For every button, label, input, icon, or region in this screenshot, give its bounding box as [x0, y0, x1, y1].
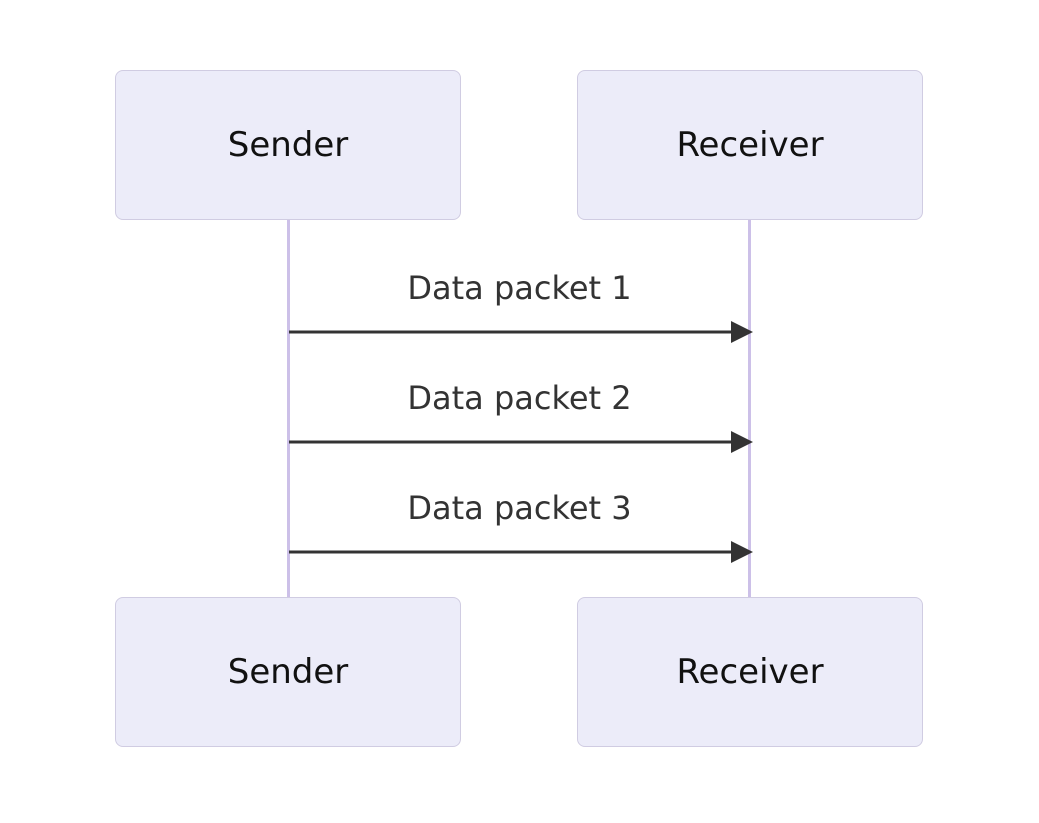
message-label-1: Data packet 1	[407, 269, 632, 307]
actor-label-receiver-bottom: Receiver	[676, 652, 824, 692]
message-arrow-2	[289, 431, 753, 453]
receiver-lifeline	[748, 220, 751, 598]
sender-lifeline	[287, 220, 290, 598]
actor-box-sender-bottom: Sender	[115, 597, 461, 747]
message-label-3: Data packet 3	[407, 489, 632, 527]
actor-label-sender-top: Sender	[227, 125, 349, 165]
actor-label-receiver-top: Receiver	[676, 125, 824, 165]
message-arrow-1	[289, 321, 753, 343]
actor-box-sender-top: Sender	[115, 70, 461, 220]
actor-box-receiver-top: Receiver	[577, 70, 923, 220]
message-arrow-3	[289, 541, 753, 563]
message-label-2: Data packet 2	[407, 379, 632, 417]
actor-box-receiver-bottom: Receiver	[577, 597, 923, 747]
actor-label-sender-bottom: Sender	[227, 652, 349, 692]
